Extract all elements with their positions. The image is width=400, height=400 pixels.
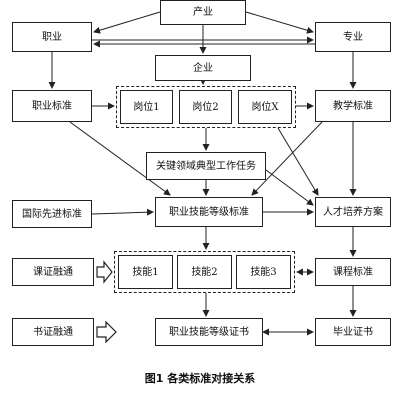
arrow-international-skillstandard — [91, 208, 154, 216]
node-post-2: 岗位2 — [179, 90, 232, 124]
node-post-x: 岗位X — [238, 90, 292, 124]
node-skill-3: 技能3 — [236, 255, 291, 289]
node-book-certificate-integration: 书证融通 — [12, 318, 94, 346]
figure-caption: 图1 各类标准对接关系 — [144, 372, 256, 385]
arrow-teachingstandard-skillstandard — [251, 121, 323, 196]
node-skill-1: 技能1 — [118, 255, 173, 289]
arrow-keytasks-talentplan — [265, 169, 314, 206]
group-posts — [116, 86, 296, 128]
node-post-1: 岗位1 — [120, 90, 173, 124]
node-international-standard: 国际先进标准 — [12, 200, 92, 228]
arrow-posts-talentplan — [277, 127, 319, 196]
group-skills — [114, 251, 295, 293]
node-skill-level-certificate: 职业技能等级证书 — [155, 318, 263, 346]
node-talent-training-plan: 人才培养方案 — [315, 197, 391, 227]
hollow-arrow-course-integration — [96, 260, 113, 284]
node-enterprise: 企业 — [155, 55, 251, 81]
node-skill-level-standard: 职业技能等级标准 — [155, 197, 263, 227]
node-diploma: 毕业证书 — [315, 318, 391, 346]
node-course-standard: 课程标准 — [315, 258, 391, 286]
node-teaching-standard: 教学标准 — [315, 90, 391, 122]
node-course-certificate-integration: 课证融通 — [12, 258, 94, 286]
node-industry: 产业 — [160, 0, 246, 25]
hollow-arrow-certificate-integration — [96, 320, 117, 344]
arrow-occstandard-skillstandard — [69, 121, 171, 196]
node-skill-2: 技能2 — [177, 255, 232, 289]
arrow-industry-occupation — [93, 11, 161, 34]
node-major: 专业 — [315, 22, 391, 52]
node-occupation: 职业 — [12, 22, 92, 52]
node-key-field-tasks: 关键领域典型工作任务 — [146, 152, 266, 180]
arrow-industry-major — [245, 11, 314, 34]
node-occupational-standard: 职业标准 — [12, 90, 92, 122]
